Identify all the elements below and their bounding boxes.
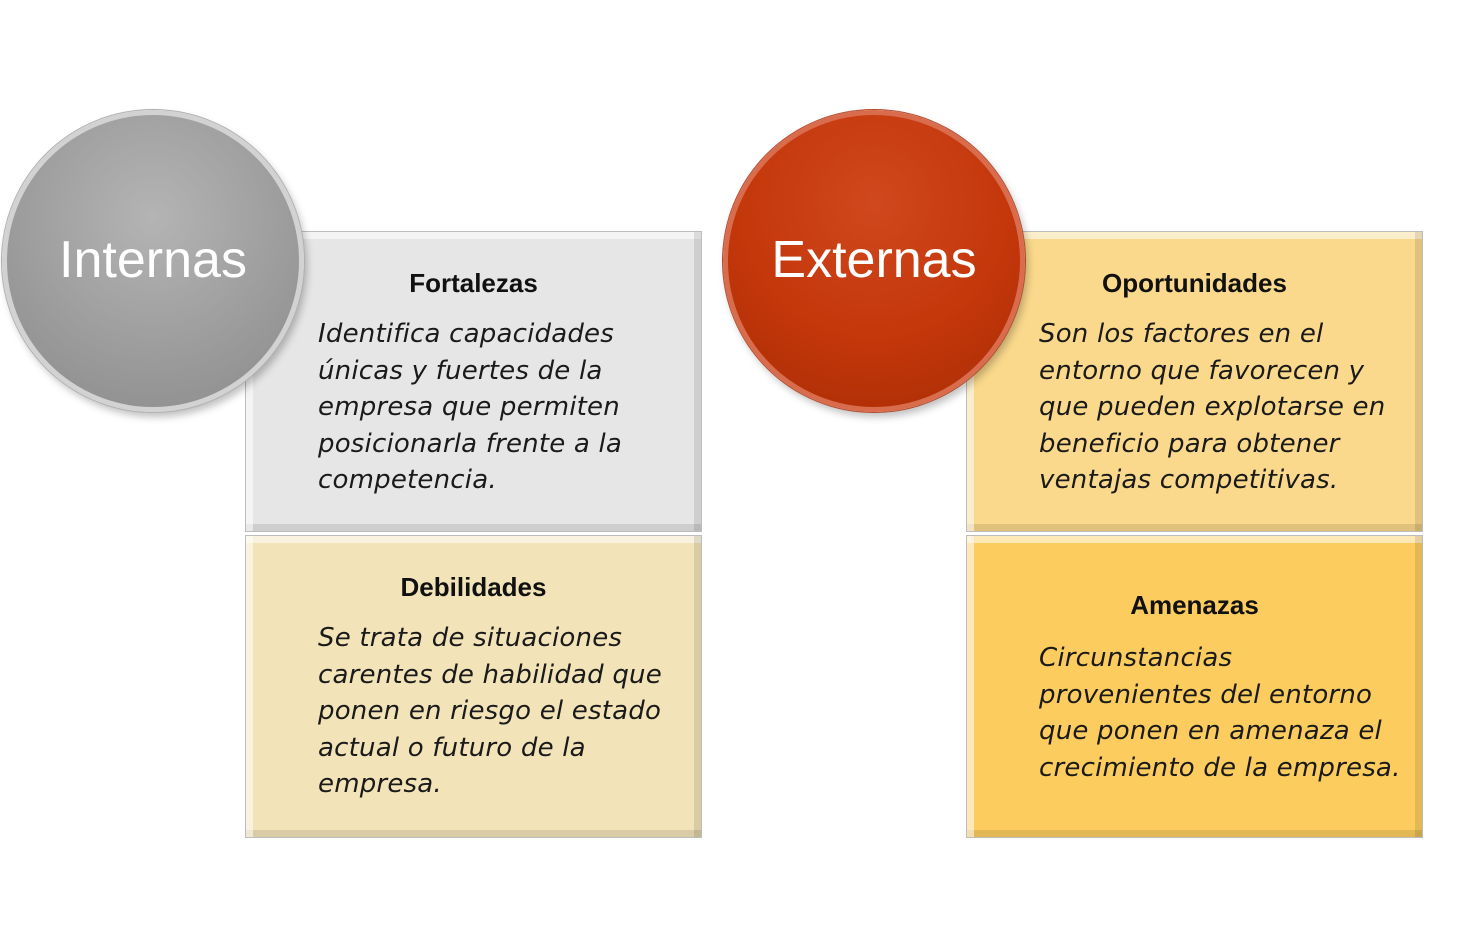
externas-label: Externas bbox=[771, 231, 977, 289]
externas-circle: Externas bbox=[723, 110, 1025, 412]
amenazas-box: Amenazas Circunstancias provenientes del… bbox=[966, 535, 1423, 838]
externas-group: Oportunidades Son los factores en el ent… bbox=[721, 0, 1452, 946]
fortalezas-title: Fortalezas bbox=[409, 268, 538, 298]
amenazas-title: Amenazas bbox=[1130, 590, 1259, 620]
internas-label: Internas bbox=[59, 231, 247, 289]
fortalezas-box: Fortalezas Identifica capacidades únicas… bbox=[245, 231, 702, 532]
fortalezas-text: Identifica capacidades únicas y fuertes … bbox=[318, 319, 623, 495]
debilidades-title: Debilidades bbox=[400, 572, 547, 602]
amenazas-text: Circunstancias provenientes del entorno … bbox=[1039, 643, 1401, 783]
internas-group: Fortalezas Identifica capacidades únicas… bbox=[2, 110, 702, 838]
oportunidades-title: Oportunidades bbox=[1102, 268, 1287, 298]
oportunidades-box: Oportunidades Son los factores en el ent… bbox=[966, 231, 1423, 532]
internas-circle: Internas bbox=[2, 110, 304, 412]
debilidades-text: Se trata de situaciones carentes de habi… bbox=[318, 623, 662, 799]
debilidades-box: Debilidades Se trata de situaciones care… bbox=[245, 535, 702, 838]
oportunidades-text: Son los factores en el entorno que favor… bbox=[1039, 319, 1386, 495]
